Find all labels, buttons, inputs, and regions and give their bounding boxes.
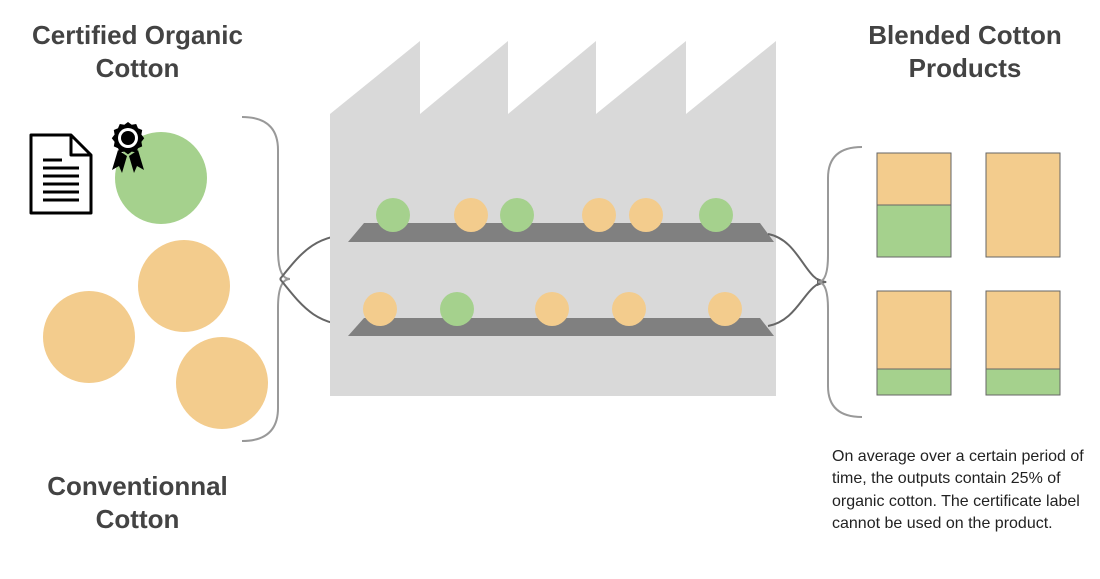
conventional-share	[985, 290, 1061, 370]
product-box	[876, 290, 952, 396]
organic-cotton-ball	[376, 198, 410, 232]
conventional-cotton-heading: Conventionnal Cotton	[20, 470, 255, 536]
input-bracket	[241, 116, 291, 442]
conventional-share	[876, 290, 952, 370]
product-box	[876, 152, 952, 258]
product-grid	[876, 152, 1061, 396]
conventional-cotton-ball	[708, 292, 742, 326]
award-ribbon-icon	[111, 122, 145, 173]
product-box	[985, 290, 1061, 396]
conventional-cotton-ball	[363, 292, 397, 326]
conventional-cotton-ball	[612, 292, 646, 326]
conventional-cotton-ball	[454, 198, 488, 232]
output-arrow	[767, 233, 827, 286]
output-arrow	[767, 278, 827, 327]
heading-line: Blended Cotton	[868, 20, 1062, 50]
explanation-note: On average over a certain period of time…	[832, 448, 1084, 533]
conventional-cotton-ball	[535, 292, 569, 326]
product-box	[985, 152, 1061, 258]
organic-cotton-ball	[699, 198, 733, 232]
conventional-cotton-circle	[176, 337, 268, 429]
conveyor-balls	[376, 198, 733, 232]
heading-line: Cotton	[95, 504, 180, 534]
conveyor-balls	[363, 292, 742, 326]
output-bracket	[817, 146, 863, 418]
blended-products-heading: Blended Cotton Products	[832, 19, 1098, 85]
heading-line: Certified Organic	[32, 20, 243, 50]
organic-cotton-ball	[440, 292, 474, 326]
organic-cotton-heading: Certified Organic Cotton	[10, 19, 265, 85]
organic-share	[876, 368, 952, 396]
conventional-share	[876, 152, 952, 206]
organic-cotton-ball	[500, 198, 534, 232]
heading-line: Cotton	[95, 53, 180, 83]
heading-line: Products	[908, 53, 1022, 83]
organic-share	[876, 204, 952, 258]
conventional-cotton-circle	[43, 291, 135, 383]
conventional-cotton-circle	[138, 240, 230, 332]
heading-line: Conventionnal	[47, 471, 228, 501]
conventional-cotton-ball	[582, 198, 616, 232]
conventional-share	[985, 152, 1061, 258]
conventional-cotton-ball	[629, 198, 663, 232]
organic-share	[985, 368, 1061, 396]
document-icon	[29, 133, 93, 215]
conveyor-belt	[348, 223, 774, 242]
